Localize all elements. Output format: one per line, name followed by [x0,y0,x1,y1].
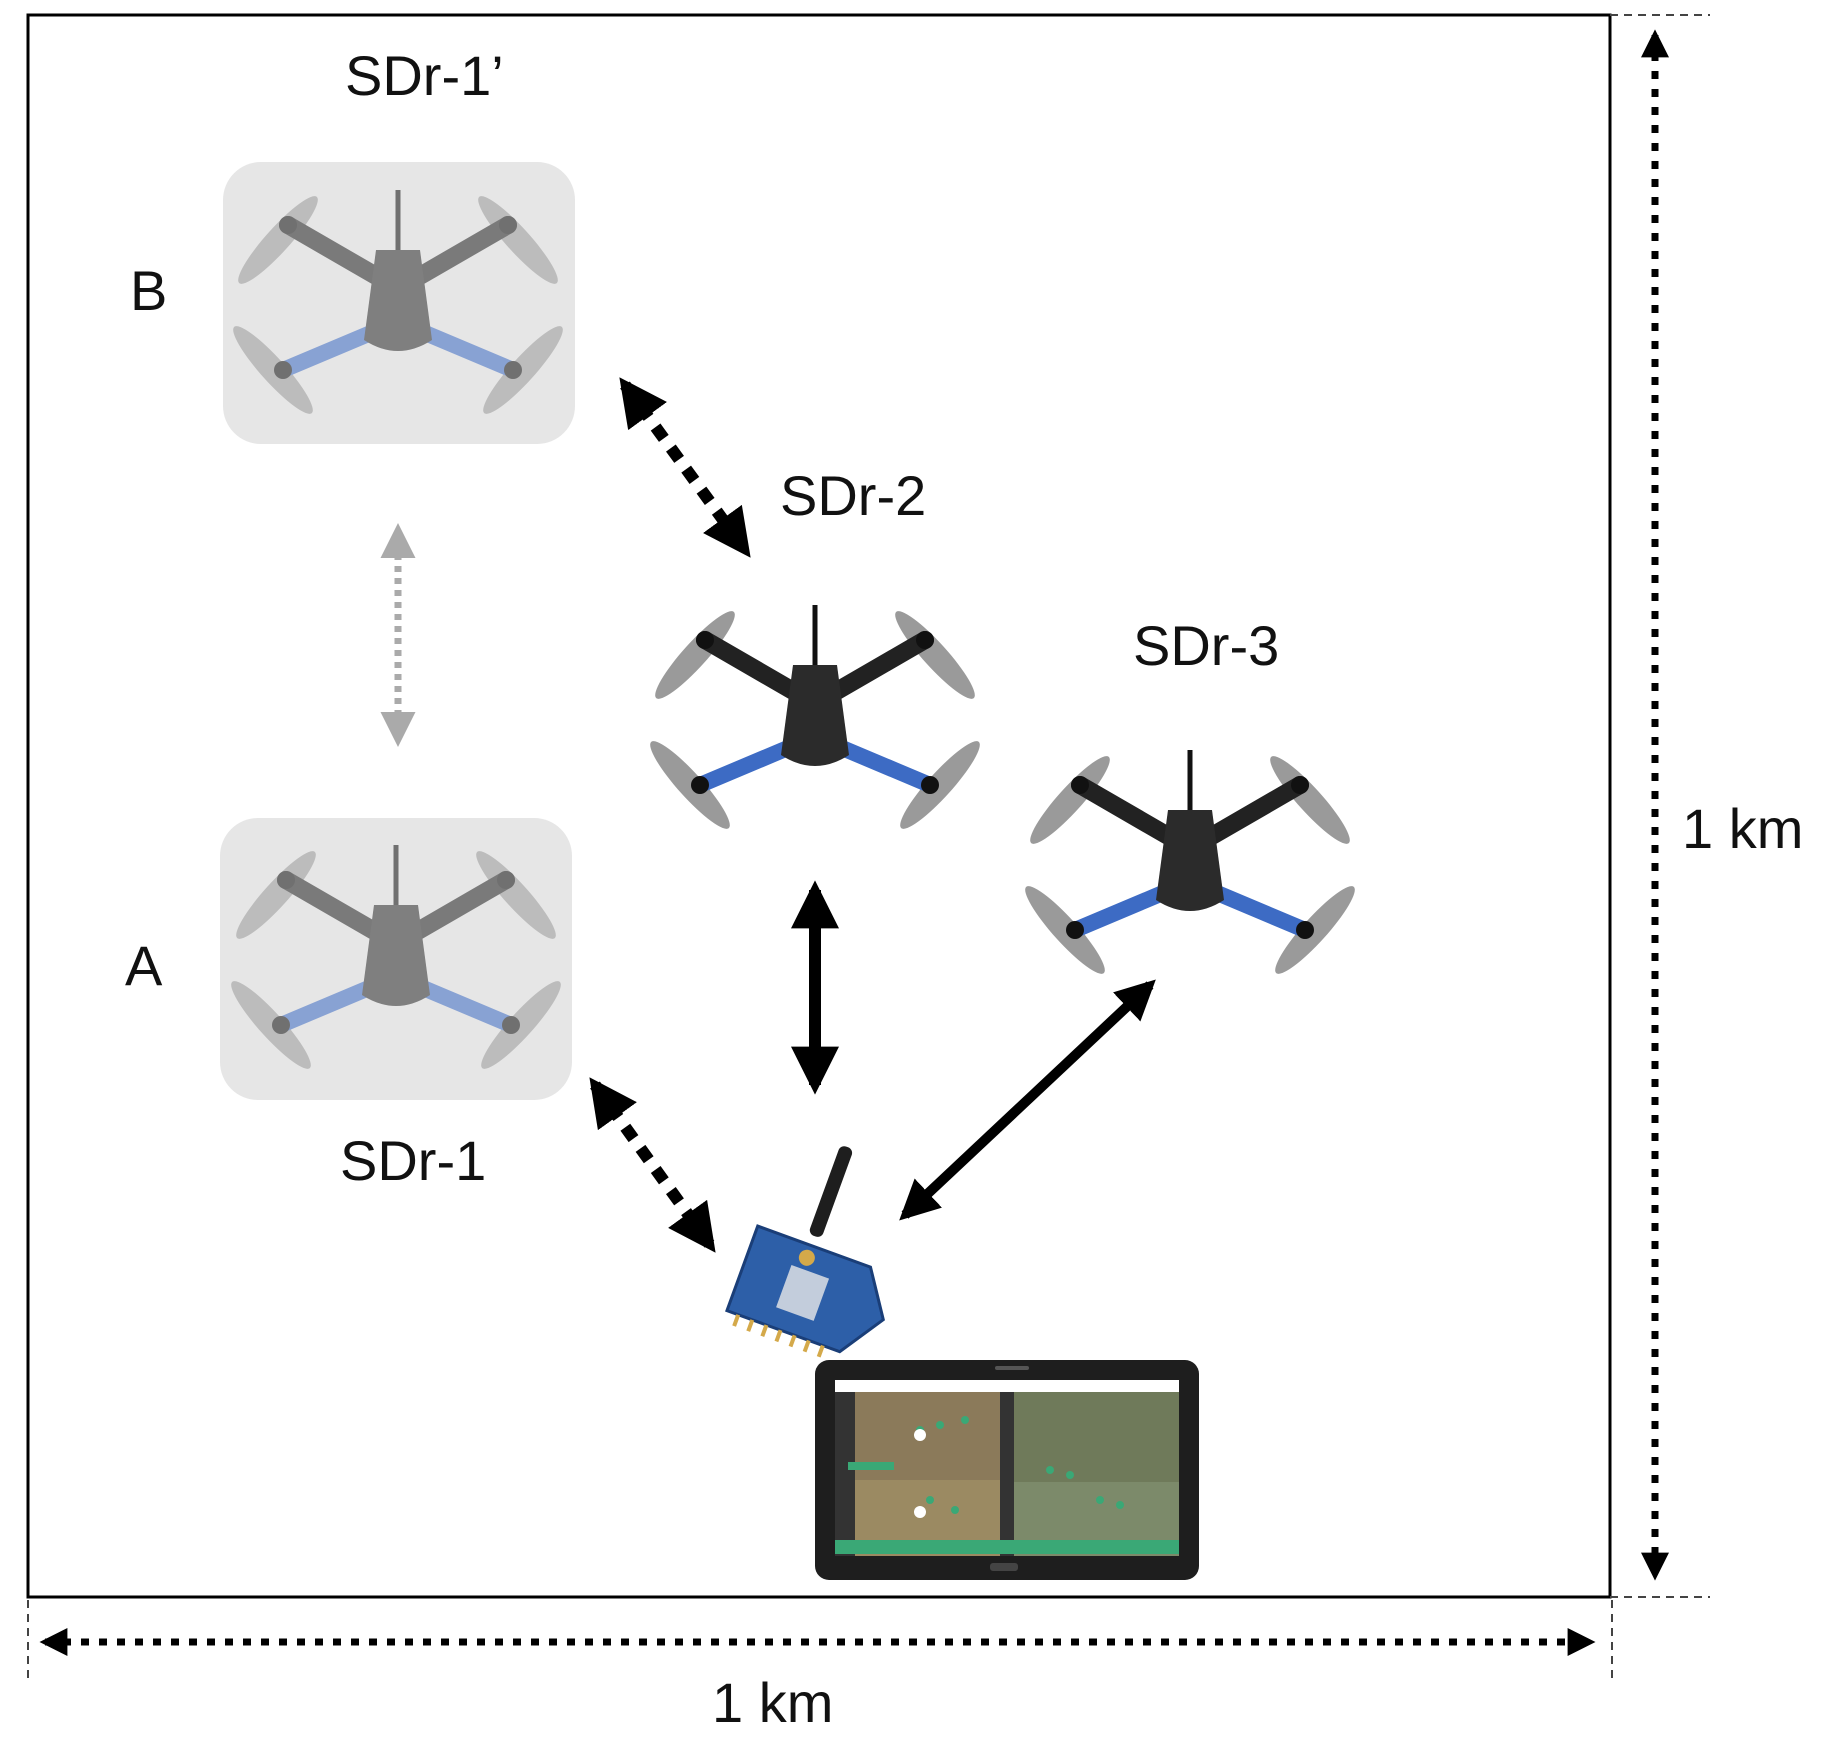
link-sdr1prime-sdr2 [619,377,751,558]
sdr3-label: SDr-3 [1133,614,1279,677]
width-dimension-label: 1 km [712,1671,833,1734]
xbee-radio-icon [725,1146,885,1358]
position-b-label: B [130,259,167,322]
drone-icon [1017,749,1362,981]
position-a-label: A [125,934,163,997]
link-sdr3-base [899,979,1156,1221]
sdr1-prime-label: SDr-1’ [345,44,504,107]
height-dimension-label: 1 km [1682,797,1803,860]
area-boundary [26,13,1612,1599]
sdr1-label: SDr-1 [340,1129,486,1192]
drone-icon [642,604,987,836]
tablet-icon [815,1360,1199,1580]
sdr2-label: SDr-2 [780,464,926,527]
link-sdr1-base [589,1077,716,1253]
